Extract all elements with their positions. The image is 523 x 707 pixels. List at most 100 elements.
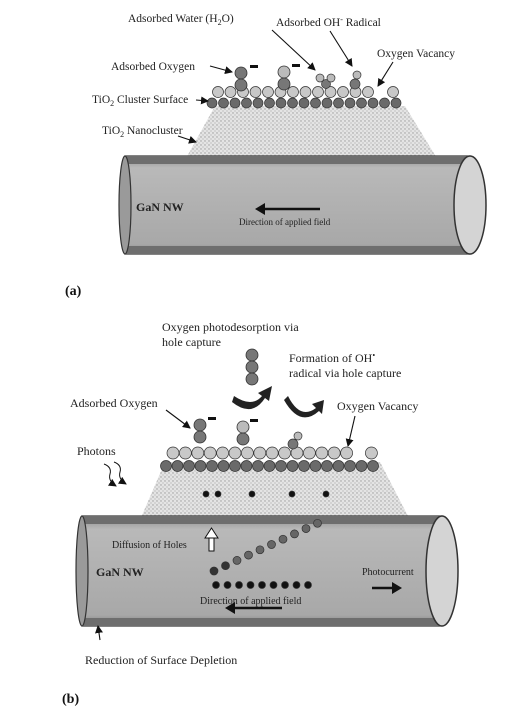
field-arrow-b (225, 602, 282, 614)
surface-atoms-b (160, 446, 379, 472)
surface-atom (310, 97, 321, 109)
surface-atom (217, 460, 230, 472)
hole-dot (221, 561, 230, 571)
leader-arrows-a (177, 29, 394, 144)
surface-atom (241, 97, 252, 109)
surface-oxygen-atom (241, 446, 254, 460)
hole-dot (248, 490, 256, 498)
surface-atom (171, 460, 184, 472)
panel-label-b: (b) (62, 692, 79, 707)
surface-atom (218, 97, 229, 109)
surface-oxygen-atom (265, 446, 279, 460)
surface-atom (321, 460, 333, 472)
surface-atom (344, 460, 356, 472)
surface-oxygen-atom (179, 446, 192, 460)
oh-radical-b (287, 431, 303, 450)
surface-oxygen-atom (228, 446, 242, 460)
hole-dot (292, 581, 301, 589)
surface-atom (206, 97, 218, 109)
hole-dot (235, 581, 243, 589)
surface-atom (344, 97, 356, 109)
label-formation-1: Formation of OH• (289, 351, 375, 365)
hole-dot (209, 566, 219, 576)
gan-nanowire-a (118, 155, 487, 255)
hole-dot (255, 545, 265, 555)
hole-dot (281, 581, 289, 589)
hole-dot (246, 581, 255, 589)
surface-atom (355, 460, 368, 472)
hole-dot (304, 581, 312, 589)
surface-atom (240, 460, 253, 472)
surface-oxygen-atom (340, 446, 353, 460)
label-gan-nw-b: GaN NW (96, 565, 144, 579)
surface-oxygen-atom (191, 446, 205, 460)
hole-dot (301, 524, 311, 533)
hole-dot (278, 534, 288, 544)
hole-dot (267, 540, 276, 549)
surface-atom (275, 97, 287, 109)
surface-atom (264, 97, 275, 109)
label-photodesorption-1: Oxygen photodesorption via (162, 320, 299, 334)
surface-atoms-a (206, 86, 402, 109)
hole-dot (244, 550, 253, 560)
surface-atom (263, 460, 276, 472)
adsorbed-oxygen-molecules-a (234, 64, 300, 92)
surface-oxygen-atom (216, 446, 229, 460)
surface-oxygen-atom (253, 446, 267, 460)
holes-b (202, 490, 330, 589)
field-arrow-a (255, 203, 320, 215)
label-nanocluster: TiO2 Nanocluster (102, 125, 183, 139)
surface-oxygen-atom (312, 86, 324, 98)
panel-label-a: (a) (65, 284, 82, 299)
label-photodesorption-2: hole capture (162, 335, 221, 349)
surface-atom (287, 97, 298, 109)
surface-oxygen-atom (262, 86, 274, 98)
label-photocurrent: Photocurrent (362, 567, 414, 578)
adsorbed-oh-radical-a (349, 70, 362, 90)
surface-atom (194, 460, 207, 472)
hole-dot (269, 581, 278, 589)
surface-atom (390, 97, 402, 109)
surface-oxygen-atom (224, 86, 237, 98)
surface-atom (298, 460, 310, 472)
label-adsorbed-oh: Adsorbed OH- Radical (276, 15, 381, 29)
surface-oxygen-atom (365, 446, 378, 460)
surface-oxygen-atom (303, 446, 316, 460)
surface-atom (229, 460, 241, 472)
photon-squiggles (103, 461, 127, 487)
surface-oxygen-atom (337, 86, 349, 98)
surface-oxygen-atom (327, 446, 341, 460)
label-surface-depletion: Reduction of Surface Depletion (85, 653, 237, 667)
negative-charge-icon (292, 64, 300, 67)
hole-dot (288, 490, 296, 498)
hole-dot (313, 518, 322, 528)
panel-a: Adsorbed Water (H2O) Adsorbed OH- Radica… (65, 13, 487, 299)
hole-dot (232, 556, 242, 565)
label-field-b: Direction of applied field (200, 596, 301, 607)
photocurrent-arrow (372, 582, 402, 594)
hole-diffusion-arrow (204, 527, 219, 552)
leader-arrows-b (95, 409, 356, 641)
surface-atom (275, 460, 287, 472)
label-diffusion-holes: Diffusion of Holes (112, 540, 187, 551)
hole-dot (212, 581, 220, 589)
surface-atom (160, 460, 172, 472)
adsorbed-water-a (315, 73, 336, 89)
negative-charge-icon (250, 65, 258, 68)
label-gan-nw-a: GaN NW (136, 200, 184, 214)
label-oxygen-vacancy-a: Oxygen Vacancy (377, 48, 455, 60)
surface-atom (298, 97, 310, 109)
surface-atom (321, 97, 333, 109)
negative-charge-icon (208, 417, 216, 420)
surface-atom (252, 97, 264, 109)
surface-oxygen-atom (299, 86, 312, 98)
surface-atom (332, 460, 345, 472)
label-field-a: Direction of applied field (239, 217, 331, 227)
surface-atom (286, 460, 299, 472)
surface-atom (356, 97, 367, 109)
label-photons: Photons (77, 444, 116, 458)
curved-arrow-formation (284, 396, 324, 418)
surface-oxygen-atom (212, 86, 224, 98)
hole-dot (322, 490, 330, 498)
